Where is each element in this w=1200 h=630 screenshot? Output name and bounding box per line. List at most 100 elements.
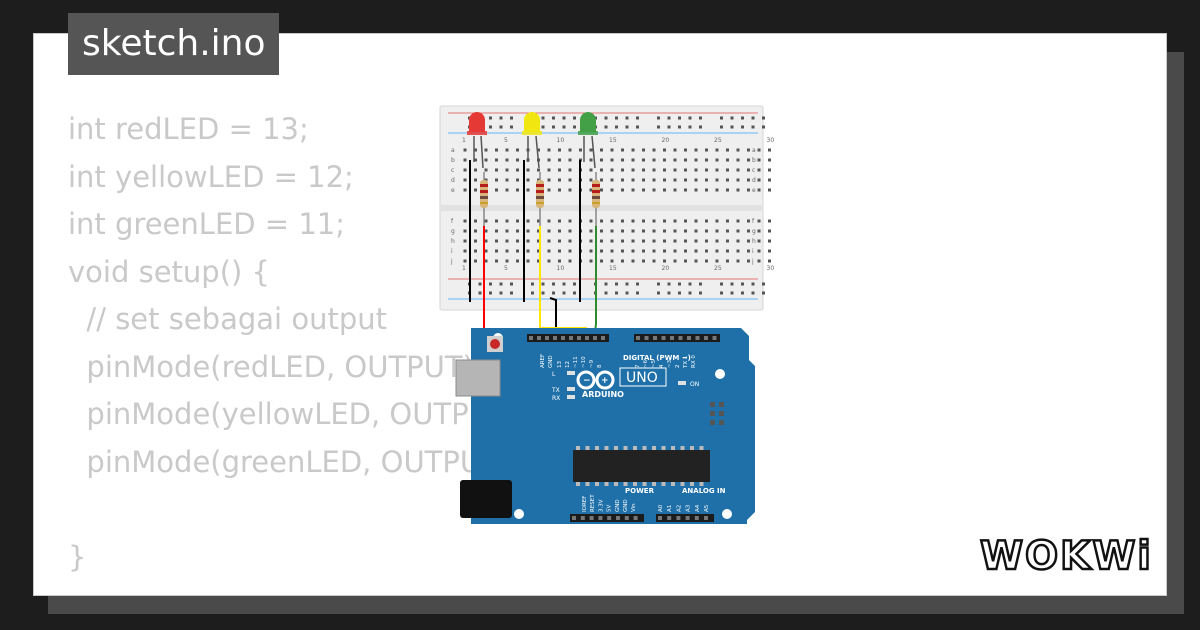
header-pin-label: ~5	[651, 359, 657, 368]
resistor-green-led	[592, 172, 600, 226]
digital-pins-label: DIGITAL (PWM ~)	[623, 354, 691, 362]
row-letter: e	[752, 187, 756, 194]
header-pin-label: RX 0	[691, 355, 697, 368]
row-letter: g	[752, 228, 756, 235]
column-number: 15	[609, 137, 617, 144]
column-number: 25	[714, 265, 722, 272]
indicator-led	[567, 371, 575, 375]
row-letter: f	[451, 218, 454, 225]
power-pin-label: RESET	[590, 494, 596, 512]
preview-card: int redLED = 13; int yellowLED = 12; int g…	[33, 33, 1167, 596]
header-pin-label: 12	[565, 361, 571, 368]
row-letter: i	[752, 248, 754, 255]
row-letter: i	[451, 248, 453, 255]
column-number: 20	[662, 265, 670, 272]
indicator-label: RX	[552, 395, 560, 402]
led-yellow	[522, 112, 542, 169]
arduino-logo: − +	[576, 370, 615, 390]
code-line: int redLED = 13;	[68, 112, 309, 146]
row-letter: h	[752, 238, 756, 245]
header-pin-label: TX 1	[683, 356, 689, 369]
indicator-label: L	[552, 371, 556, 378]
row-letter: j	[751, 258, 754, 265]
column-number: 10	[557, 137, 565, 144]
power-pin-label: Vin	[631, 503, 637, 512]
column-number: 25	[714, 137, 722, 144]
power-pins-label: POWER	[625, 487, 655, 495]
power-pin-label: IOREF	[582, 496, 588, 512]
analog-pin-label: A3	[686, 504, 692, 512]
column-number: 30	[767, 137, 775, 144]
power-jack	[460, 480, 512, 518]
microcontroller-chip	[573, 450, 710, 482]
indicator-led	[567, 387, 575, 391]
header-pin-label: ~3	[667, 359, 673, 368]
row-letter: j	[450, 258, 453, 265]
analog-pins-label: ANALOG IN	[682, 487, 726, 495]
resistor-yellow-led	[536, 172, 544, 226]
column-number: 10	[557, 265, 565, 272]
column-number: 15	[609, 265, 617, 272]
indicator-led	[678, 381, 686, 385]
row-letter: b	[451, 157, 455, 164]
indicator-led	[567, 395, 575, 399]
arduino-model: UNO	[626, 370, 658, 386]
row-letter: f	[752, 218, 755, 225]
analog-pin-label: A5	[704, 504, 710, 512]
header-pin-label: ~10	[581, 356, 587, 368]
code-line: int yellowLED = 12;	[68, 159, 354, 194]
code-line: void setup() {	[68, 254, 270, 289]
code-line: }	[68, 539, 87, 574]
column-number: 5	[504, 265, 508, 272]
header-pin-label: 4	[659, 364, 665, 368]
header-pin-label: GND	[548, 355, 554, 368]
analog-pin-label: A0	[658, 504, 664, 512]
header-pin-label: 8	[597, 364, 603, 368]
row-letter: d	[752, 177, 756, 184]
arduino-brand: ARDUINO	[582, 390, 624, 399]
power-pin-label: 5V	[607, 505, 613, 512]
row-letter: c	[752, 167, 755, 174]
row-letter: a	[752, 147, 756, 154]
header-pin-label: ~9	[589, 359, 595, 368]
code-line: // set sebagai output	[68, 302, 387, 336]
analog-pin-label: A4	[695, 504, 701, 512]
power-pin-label: 3.3V	[598, 499, 604, 512]
svg-text:+: +	[601, 376, 609, 386]
column-number: 1	[462, 265, 466, 272]
header-pin-label: ~11	[573, 356, 579, 368]
resistor-red-led	[480, 172, 488, 226]
header-pin-label: 13	[557, 361, 563, 368]
column-number: 5	[504, 137, 508, 144]
power-pin-label: GND	[615, 499, 621, 512]
row-letter: a	[451, 147, 455, 154]
led-red	[467, 112, 487, 169]
column-number: 20	[662, 137, 670, 144]
code-line: int greenLED = 11;	[68, 207, 346, 241]
row-letter: b	[752, 157, 756, 164]
row-letter: g	[451, 228, 455, 235]
analog-pin-label: A2	[676, 505, 682, 512]
svg-text:WOKWi: WOKWi	[980, 534, 1152, 579]
analog-pin-label: A1	[667, 505, 673, 512]
header-pin-label: 7	[635, 364, 641, 368]
row-letter: c	[451, 167, 454, 174]
wokwi-logo: WOKWi	[979, 533, 1152, 579]
header-pin-label: 2	[675, 365, 681, 369]
led-green	[578, 112, 598, 169]
usb-port	[455, 359, 501, 397]
header-pin-label: AREF	[540, 354, 546, 368]
indicator-label: TX	[551, 387, 560, 394]
row-letter: e	[451, 187, 455, 194]
power-pin-label: GND	[623, 499, 629, 512]
svg-text:−: −	[583, 376, 591, 386]
file-name-tab: sketch.ino	[68, 13, 280, 75]
row-letter: d	[451, 177, 455, 184]
column-number: 30	[767, 265, 775, 272]
header-pin-label: ~6	[643, 359, 649, 368]
indicator-label: ON	[690, 381, 699, 388]
row-letter: h	[451, 238, 455, 245]
column-number: 1	[462, 137, 466, 144]
